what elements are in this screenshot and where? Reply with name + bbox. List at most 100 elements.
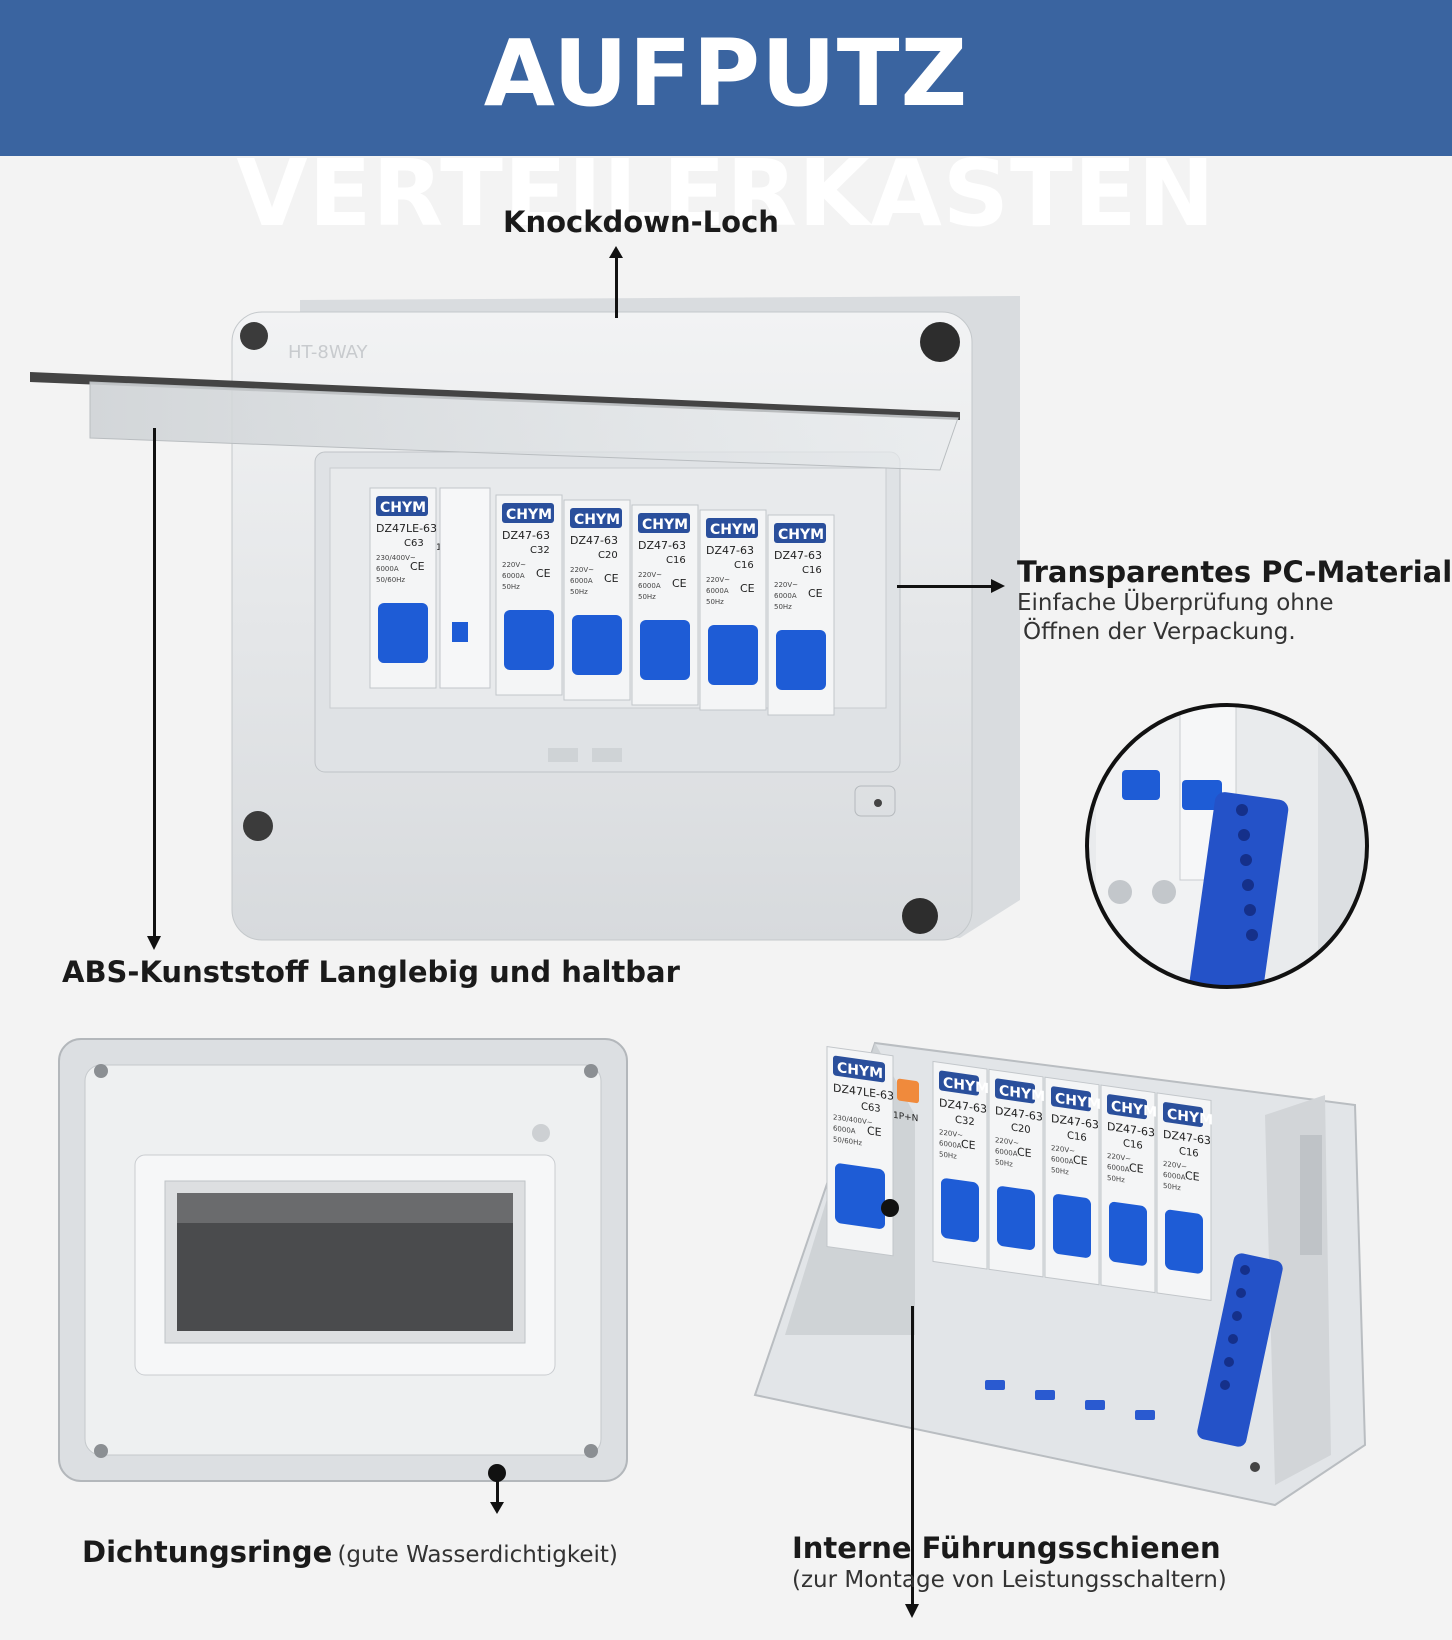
ce-mark: CE bbox=[1129, 1161, 1144, 1176]
rails-arrow bbox=[911, 1306, 914, 1606]
rating-label: C16 bbox=[802, 565, 822, 576]
ce-mark: CE bbox=[672, 577, 687, 590]
brand-label: CHYM bbox=[710, 522, 756, 538]
spec-label: 220V~ bbox=[995, 1135, 1019, 1147]
breaker-toggle[interactable] bbox=[1053, 1193, 1091, 1258]
brand-badge bbox=[995, 1078, 1035, 1104]
model-label: DZ47-63 bbox=[774, 549, 822, 562]
seal-dot bbox=[488, 1464, 506, 1482]
brand-label: CHYM bbox=[642, 517, 688, 533]
spec-label: 50Hz bbox=[1051, 1165, 1069, 1177]
rating-label: C16 bbox=[666, 555, 686, 566]
title-banner: AUFPUTZ VERTEILERKASTEN bbox=[0, 0, 1452, 247]
model-label: DZ47-63 bbox=[502, 529, 550, 542]
rcbo-module: CHYMDZ47LE-63C63230/400V~6000A50/60HzCE1… bbox=[826, 1045, 919, 1257]
ce-mark: CE bbox=[604, 572, 619, 585]
seal-arrow bbox=[496, 1480, 499, 1504]
rails-sub-label: (zur Montage von Leistungsschaltern) bbox=[792, 1567, 1227, 1593]
pc-material-line2: Öffnen der Verpackung. bbox=[1023, 619, 1296, 645]
model-label: DZ47LE-63 bbox=[376, 522, 437, 535]
brand-badge bbox=[1051, 1086, 1091, 1112]
abs-label: ABS-Kunststoff Langlebig und haltbar bbox=[62, 955, 680, 989]
test-button[interactable] bbox=[897, 1078, 919, 1104]
spec-label: 6000A bbox=[995, 1146, 1018, 1158]
brand-badge bbox=[939, 1070, 979, 1096]
rating-label: C32 bbox=[955, 1115, 975, 1129]
spec-label: 220V~ bbox=[706, 576, 730, 584]
pc-material-title: Transparentes PC-Material. bbox=[1017, 555, 1452, 589]
spec-label: 220V~ bbox=[502, 561, 526, 569]
spec-label: 50Hz bbox=[570, 588, 588, 596]
ce-mark: CE bbox=[740, 582, 755, 595]
breaker-toggle[interactable] bbox=[941, 1178, 979, 1243]
box-marking: HT-8WAY bbox=[288, 342, 369, 363]
spec-label: 6000A bbox=[570, 577, 593, 585]
rating-label: C16 bbox=[734, 560, 754, 571]
breaker-toggle[interactable] bbox=[504, 610, 554, 670]
spec-label: 6000A bbox=[1163, 1170, 1186, 1182]
ce-mark: CE bbox=[961, 1137, 976, 1152]
breaker-toggle[interactable] bbox=[1109, 1201, 1147, 1266]
page-title: AUFPUTZ VERTEILERKASTEN bbox=[236, 20, 1216, 247]
spec-label: 6000A bbox=[939, 1138, 962, 1150]
spec-label: 50Hz bbox=[638, 593, 656, 601]
breaker-toggle[interactable] bbox=[1165, 1209, 1203, 1274]
rating-label: C20 bbox=[598, 550, 618, 561]
brand-label: CHYM bbox=[837, 1060, 883, 1082]
seal-arrowhead bbox=[490, 1502, 504, 1514]
breaker-toggle[interactable] bbox=[997, 1185, 1035, 1250]
spec-label: 50Hz bbox=[1107, 1173, 1125, 1185]
rails-arrowhead bbox=[905, 1604, 919, 1618]
brand-label: CHYM bbox=[943, 1075, 989, 1097]
breaker-toggle[interactable] bbox=[640, 620, 690, 680]
ce-mark: CE bbox=[867, 1124, 882, 1139]
empty-housing-image bbox=[58, 1038, 628, 1482]
breaker-toggle[interactable] bbox=[378, 603, 428, 663]
spec-label: 50Hz bbox=[774, 603, 792, 611]
abs-arrowhead bbox=[147, 936, 161, 950]
breaker-toggle[interactable] bbox=[572, 615, 622, 675]
rating-label: C63 bbox=[404, 538, 424, 549]
model-label: DZ47-63 bbox=[570, 534, 618, 547]
spec-label: 220V~ bbox=[1107, 1151, 1131, 1163]
spec-label: 6000A bbox=[638, 582, 661, 590]
spec-label: 6000A bbox=[833, 1123, 856, 1135]
brand-label: CHYM bbox=[1111, 1098, 1157, 1120]
spec-label: 50/60Hz bbox=[833, 1134, 862, 1147]
rating-label: C32 bbox=[530, 545, 550, 556]
spec-label: 6000A bbox=[376, 565, 399, 573]
ce-mark: CE bbox=[808, 587, 823, 600]
ce-mark: CE bbox=[1017, 1145, 1032, 1160]
spec-label: 50Hz bbox=[502, 583, 520, 591]
brand-badge bbox=[774, 523, 826, 543]
knockdown-arrowhead bbox=[609, 246, 623, 258]
brand-badge bbox=[376, 496, 428, 516]
brand-label: CHYM bbox=[574, 512, 620, 528]
brand-label: CHYM bbox=[1055, 1091, 1101, 1113]
spec-label: 6000A bbox=[1051, 1154, 1074, 1166]
breaker-toggle[interactable] bbox=[776, 630, 826, 690]
knockdown-label: Knockdown-Loch bbox=[503, 205, 779, 239]
brand-badge bbox=[638, 513, 690, 533]
ce-mark: CE bbox=[410, 560, 425, 573]
brand-label: CHYM bbox=[999, 1083, 1045, 1105]
breaker-toggle[interactable] bbox=[708, 625, 758, 685]
brand-label: CHYM bbox=[778, 527, 824, 543]
rcbo-blue-indicator bbox=[452, 622, 468, 642]
breaker-toggle[interactable] bbox=[835, 1163, 885, 1230]
brand-badge bbox=[833, 1055, 885, 1083]
spec-label: 220V~ bbox=[1163, 1159, 1187, 1171]
ce-mark: CE bbox=[536, 567, 551, 580]
knockdown-arrow bbox=[615, 256, 618, 318]
rating-label: C16 bbox=[1067, 1130, 1087, 1144]
rating-label: C16 bbox=[1179, 1146, 1199, 1160]
rails-label: Interne Führungsschienen bbox=[792, 1531, 1221, 1565]
pc-material-line1: Einfache Überprüfung ohne bbox=[1017, 590, 1334, 616]
